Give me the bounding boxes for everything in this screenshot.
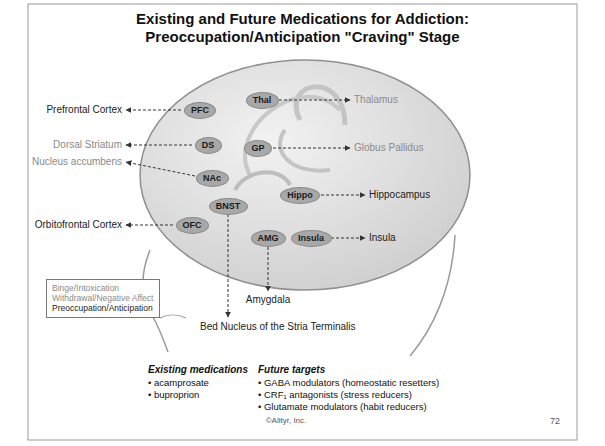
region-oval: GP bbox=[244, 140, 272, 157]
leader-line bbox=[228, 214, 229, 317]
leader-line bbox=[268, 247, 269, 291]
leader-line bbox=[126, 145, 192, 146]
region-oval: DS bbox=[195, 137, 222, 154]
leader-line bbox=[279, 100, 350, 101]
region-label: Insula bbox=[369, 232, 396, 244]
region-abbrev: DS bbox=[196, 140, 221, 151]
stage-name: Withdrawal/Negative Affect bbox=[52, 293, 154, 303]
region-abbrev: NAc bbox=[197, 173, 228, 184]
list-item: • CRF₁ antagonists (stress reducers) bbox=[258, 389, 412, 400]
leader-line bbox=[126, 162, 195, 176]
region-oval: PFC bbox=[184, 102, 216, 119]
list-heading: Existing medications bbox=[148, 364, 248, 376]
region-oval: NAc bbox=[196, 170, 229, 187]
slide-frame bbox=[28, 4, 577, 440]
region-label: Dorsal Striatum bbox=[53, 139, 122, 151]
region-abbrev: PFC bbox=[185, 105, 215, 116]
leader-lines bbox=[126, 100, 365, 317]
pathway-arc bbox=[245, 97, 340, 175]
slide-title: Existing and Future Medications for Addi… bbox=[100, 10, 505, 46]
list-item: • GABA modulators (homeostatic resetters… bbox=[258, 377, 439, 388]
stage-key-box: Binge/IntoxicationWithdrawal/Negative Af… bbox=[46, 279, 160, 318]
region-label: Thalamus bbox=[354, 94, 398, 106]
leader-line bbox=[126, 225, 173, 226]
eye-line bbox=[160, 315, 186, 318]
list-item: • buproprion bbox=[148, 389, 199, 400]
region-oval: Hippo bbox=[280, 187, 320, 204]
list-heading: Future targets bbox=[258, 364, 325, 376]
pathway-arc bbox=[235, 172, 290, 190]
copyright-note: ©Alltyr, Inc. bbox=[266, 416, 307, 426]
region-label: Prefrontal Cortex bbox=[46, 104, 122, 116]
stage-name: Binge/Intoxication bbox=[52, 283, 154, 293]
region-oval: AMG bbox=[251, 230, 286, 247]
region-label: Globus Pallidus bbox=[354, 142, 423, 154]
region-oval: BNST bbox=[209, 198, 248, 215]
list-item: • Glutamate modulators (habit reducers) bbox=[258, 401, 427, 412]
region-label: Amygdala bbox=[246, 294, 290, 306]
region-oval: Thal bbox=[246, 92, 279, 109]
list-item: • acamprosate bbox=[148, 377, 209, 388]
leader-line bbox=[273, 148, 350, 149]
region-label: Nucleus accumbens bbox=[32, 156, 122, 168]
region-abbrev: Insula bbox=[292, 233, 331, 244]
region-oval: Insula bbox=[291, 230, 332, 247]
leader-line bbox=[126, 110, 181, 111]
region-label: Bed Nucleus of the Stria Terminalis bbox=[200, 321, 355, 333]
slide-number: 72 bbox=[550, 416, 560, 427]
region-label: Orbitofrontal Cortex bbox=[35, 219, 122, 231]
region-abbrev: Thal bbox=[247, 95, 278, 106]
region-abbrev: GP bbox=[245, 143, 271, 154]
region-abbrev: OFC bbox=[177, 220, 208, 231]
region-label: Hippocampus bbox=[369, 189, 430, 201]
leader-line bbox=[321, 195, 365, 196]
region-abbrev: AMG bbox=[252, 233, 285, 244]
leader-line bbox=[331, 238, 365, 239]
region-abbrev: BNST bbox=[210, 201, 247, 212]
region-abbrev: Hippo bbox=[281, 190, 319, 201]
pathway-arc bbox=[280, 130, 330, 171]
region-oval: OFC bbox=[176, 217, 209, 234]
stage-name: Preoccupation/Anticipation bbox=[52, 303, 154, 313]
